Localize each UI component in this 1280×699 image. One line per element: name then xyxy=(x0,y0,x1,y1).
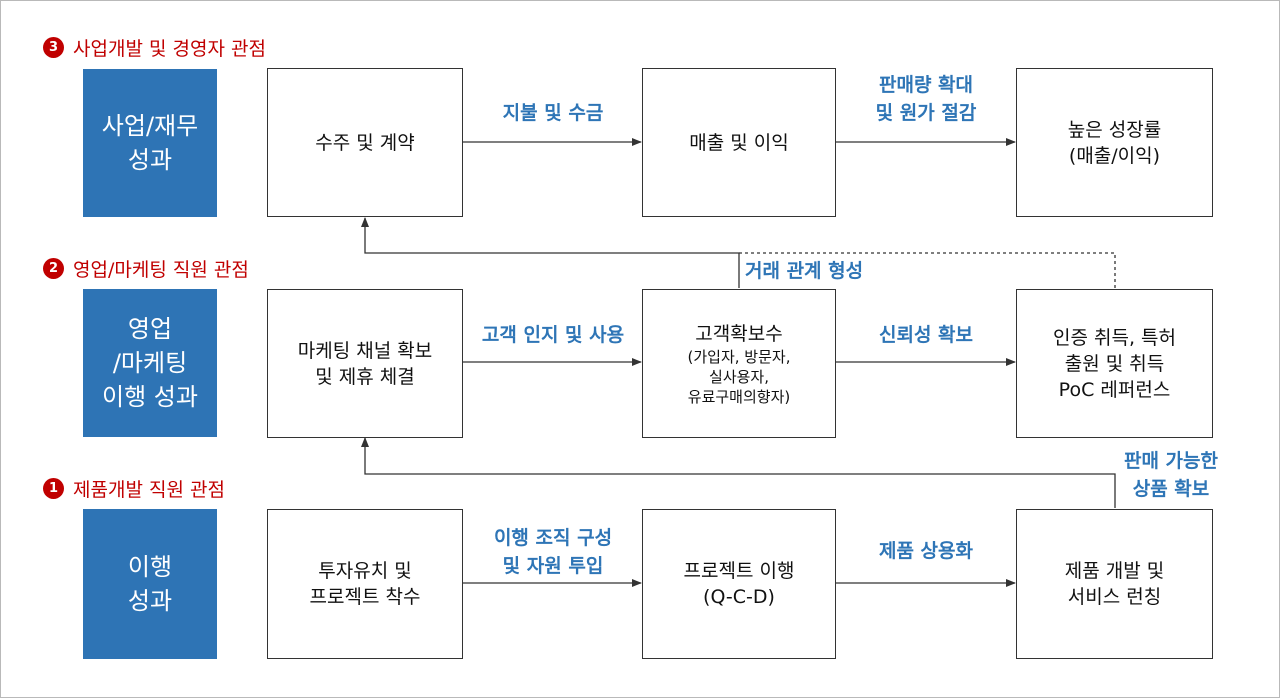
label-commercialization: 제품 상용화 xyxy=(878,540,973,562)
box-high-growth: 높은 성장률 (매출/이익) xyxy=(1016,68,1213,217)
marker-2: 2 xyxy=(43,258,64,279)
label-trust-building: 신뢰성 확보 xyxy=(878,324,973,346)
section-title-3: 사업개발 및 경영자 관점 xyxy=(73,38,266,60)
label-org-resources: 이행 조직 구성 및 자원 투입 xyxy=(493,527,613,577)
box-investment-start: 투자유치 및 프로젝트 착수 xyxy=(267,509,463,659)
section-heading-3: 3 사업개발 및 경영자 관점 xyxy=(43,34,266,61)
section-title-2: 영업/마케팅 직원 관점 xyxy=(73,259,249,281)
label-business-relationship: 거래 관계 형성 xyxy=(745,260,864,282)
performance-box-execution: 이행 성과 xyxy=(83,509,217,659)
connector-r3-to-r2 xyxy=(361,437,1116,508)
box-project-execution: 프로젝트 이행 (Q-C-D) xyxy=(642,509,836,659)
performance-box-business-finance: 사업/재무 성과 xyxy=(83,69,217,217)
box-certification-patent: 인증 취득, 특허 출원 및 취득 PoC 레퍼런스 xyxy=(1016,289,1213,438)
performance-box-sales-marketing: 영업 /마케팅 이행 성과 xyxy=(83,289,217,437)
marker-3: 3 xyxy=(43,37,64,58)
connector-r2-to-r1 xyxy=(361,217,740,288)
box-marketing-channel: 마케팅 채널 확보 및 제휴 체결 xyxy=(267,289,463,438)
box-order-contract: 수주 및 계약 xyxy=(267,68,463,217)
box-sales-profit: 매출 및 이익 xyxy=(642,68,836,217)
section-heading-1: 1 제품개발 직원 관점 xyxy=(43,475,225,502)
label-customer-awareness: 고객 인지 및 사용 xyxy=(481,324,625,346)
label-sellable-product: 판매 가능한 상품 확보 xyxy=(1123,450,1218,500)
box-product-launch: 제품 개발 및 서비스 런칭 xyxy=(1016,509,1213,659)
customer-acquisition-title: 고객확보수 xyxy=(695,322,783,345)
customer-acquisition-detail: (가입자, 방문자, 실사용자, 유료구매의향자) xyxy=(687,347,791,406)
section-heading-2: 2 영업/마케팅 직원 관점 xyxy=(43,255,249,282)
box-customer-acquisition: 고객확보수 (가입자, 방문자, 실사용자, 유료구매의향자) xyxy=(642,289,836,438)
section-title-1: 제품개발 직원 관점 xyxy=(73,479,225,501)
label-volume-cost: 판매량 확대 및 원가 절감 xyxy=(875,74,977,124)
label-payment-collection: 지불 및 수금 xyxy=(502,102,604,124)
marker-1: 1 xyxy=(43,478,64,499)
